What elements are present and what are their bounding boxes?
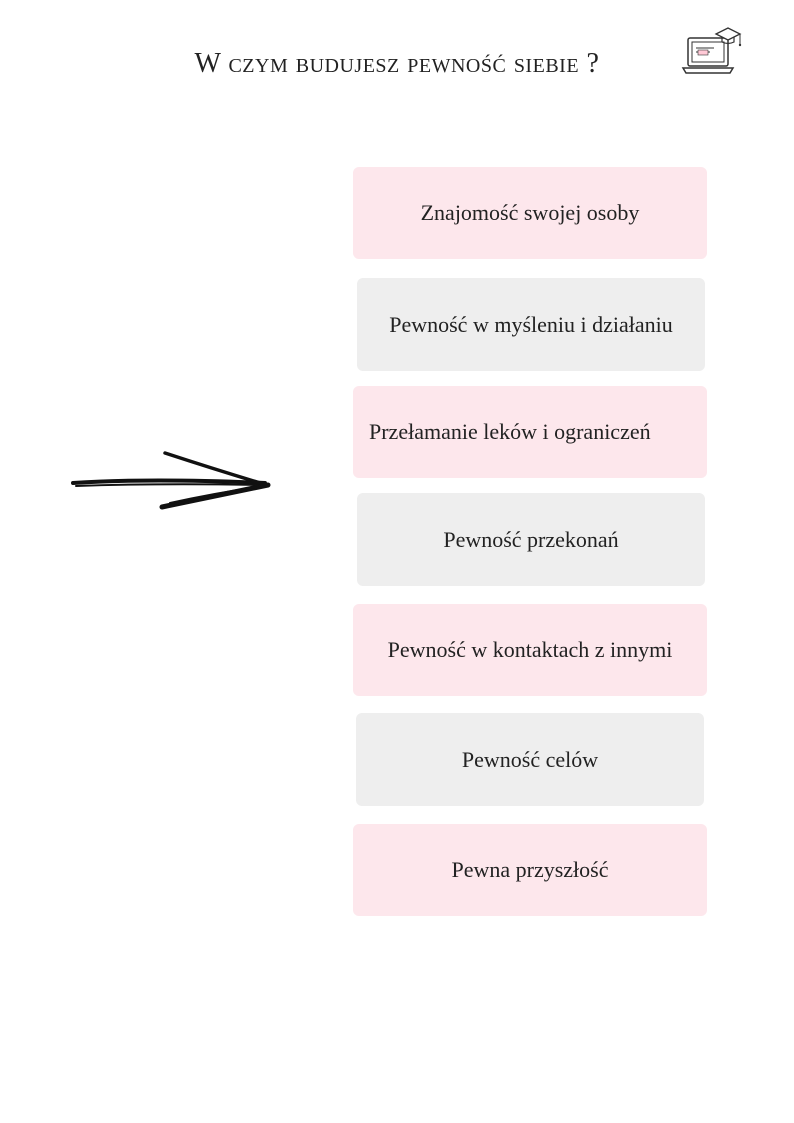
list-item: Przełamanie leków i ograniczeń xyxy=(353,386,707,478)
list-item-label: Przełamanie leków i ograniczeń xyxy=(369,419,651,444)
list-item-label: Pewna przyszłość xyxy=(451,857,609,882)
list-item: Pewność w myśleniu i działaniu xyxy=(357,278,705,371)
list-item-label: Znajomość swojej osoby xyxy=(420,200,640,225)
list-item: Pewność celów xyxy=(356,713,704,806)
list-item-label: Pewność w kontaktach z innymi xyxy=(387,637,673,662)
list-item: Znajomość swojej osoby xyxy=(353,167,707,259)
hand-drawn-arrow-right-icon xyxy=(71,451,271,510)
list-item-label: Pewność w myśleniu i działaniu xyxy=(389,311,673,337)
laptop-graduation-cap-icon xyxy=(681,27,742,74)
page-title: W czym budujesz pewność siebie ? xyxy=(194,48,600,79)
list-item: Pewność w kontaktach z innymi xyxy=(353,604,707,696)
list-item: Pewna przyszłość xyxy=(353,824,707,916)
list-item-label: Pewność przekonań xyxy=(443,526,619,552)
list-item: Pewność przekonań xyxy=(357,493,705,586)
list-item-label: Pewność celów xyxy=(461,746,599,772)
